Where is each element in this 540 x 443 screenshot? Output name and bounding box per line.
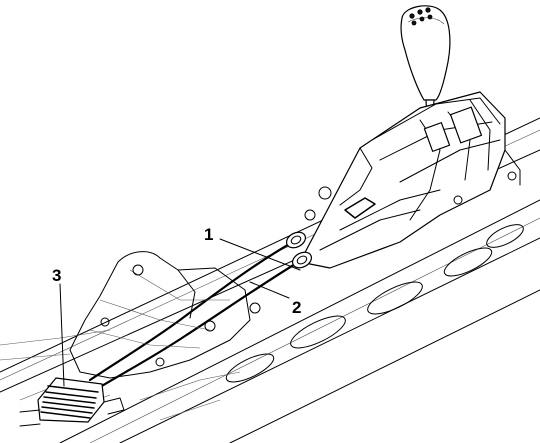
- leader-line-2: [249, 281, 290, 299]
- gear-knob: [400, 5, 451, 119]
- callout-2: 2: [292, 298, 301, 317]
- transmission-bracket: [0, 251, 261, 421]
- callout-1: 1: [204, 225, 213, 244]
- shifter-housing: [299, 91, 521, 269]
- leader-line-3: [59, 283, 65, 387]
- cable-boot: [19, 377, 125, 427]
- leader-lines: [59, 238, 301, 387]
- callout-3: 3: [52, 266, 61, 285]
- shift-cables: [88, 231, 313, 392]
- leader-line-1: [219, 238, 301, 271]
